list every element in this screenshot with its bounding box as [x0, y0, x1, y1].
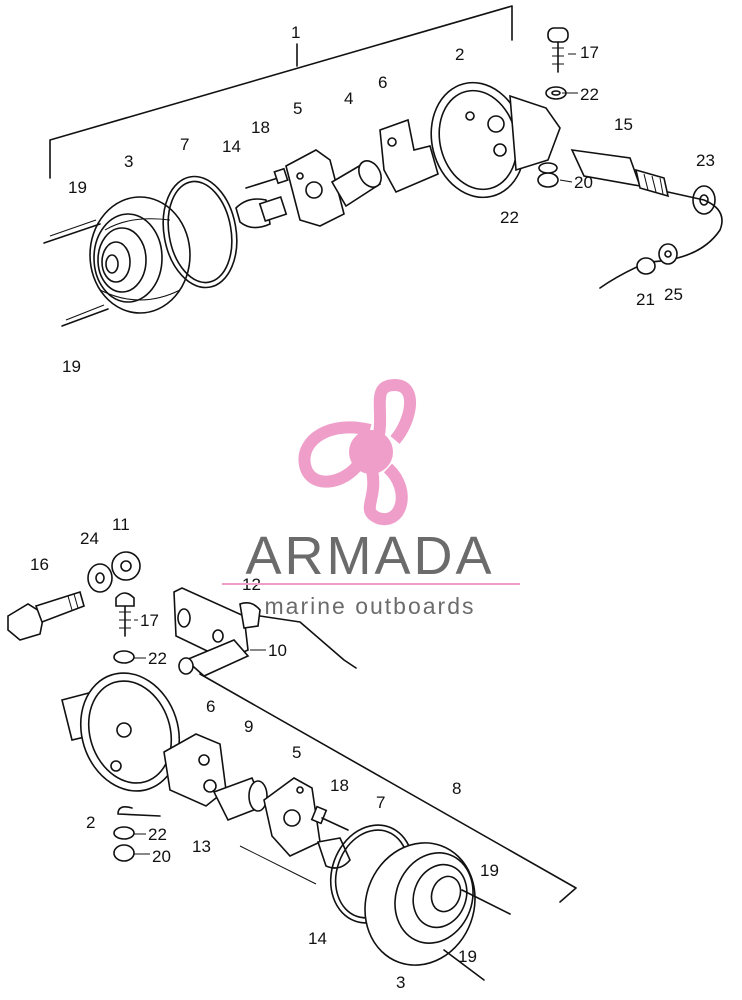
- label-22b: 22: [500, 208, 519, 227]
- upper-turn-signal-assembly: [43, 5, 723, 327]
- armada-watermark: ARMADA marine outboards: [222, 378, 520, 619]
- label-22-lower-a: 22: [148, 649, 167, 668]
- socket-lower: [212, 776, 268, 822]
- label-19a: 19: [68, 178, 87, 197]
- label-6: 6: [378, 73, 387, 92]
- label-14-lower: 14: [308, 929, 327, 948]
- label-7: 7: [180, 135, 189, 154]
- label-4: 4: [344, 89, 353, 108]
- watermark-tagline: marine outboards: [265, 593, 476, 619]
- callout-labels-upper: 1 2 3 4 5 6 7 14 15 17 18 19 19 20 21 22…: [62, 23, 715, 376]
- label-15: 15: [614, 115, 633, 134]
- mounting-plate-lower: [173, 587, 357, 677]
- bolt-lower: [7, 590, 85, 641]
- label-25: 25: [664, 285, 683, 304]
- label-19b: 19: [62, 357, 81, 376]
- label-20: 20: [574, 173, 593, 192]
- label-5-lower: 5: [292, 743, 301, 762]
- label-23: 23: [696, 151, 715, 170]
- propeller-hub-icon: [349, 430, 393, 474]
- watermark-brand: ARMADA: [245, 526, 494, 586]
- propeller-blade-icon: [363, 463, 408, 526]
- label-5: 5: [293, 99, 302, 118]
- label-24: 24: [80, 529, 99, 548]
- label-1: 1: [291, 23, 300, 42]
- bracket-upper: [379, 118, 439, 194]
- label-9: 9: [244, 717, 253, 736]
- label-21: 21: [636, 290, 655, 309]
- label-2: 2: [455, 45, 464, 64]
- bulb-upper: [235, 196, 288, 229]
- label-11: 11: [112, 515, 130, 534]
- lower-turn-signal-assembly: [7, 551, 577, 981]
- label-19-lower-a: 19: [480, 861, 499, 880]
- label-13: 13: [192, 837, 211, 856]
- bolt-small-lower: [115, 592, 135, 637]
- label-7-lower: 7: [376, 793, 385, 812]
- propeller-logo-icon: [298, 378, 416, 526]
- label-18: 18: [251, 118, 270, 137]
- label-22-lower-b: 22: [148, 825, 167, 844]
- socket-plate-upper: [285, 149, 345, 227]
- label-2-lower: 2: [86, 813, 95, 832]
- propeller-blade-icon: [298, 421, 372, 488]
- label-19-lower-b: 19: [458, 947, 477, 966]
- propeller-blade-icon: [372, 378, 416, 444]
- label-20-lower: 20: [152, 847, 171, 866]
- label-18-lower: 18: [330, 776, 349, 795]
- label-10: 10: [268, 641, 287, 660]
- lens-gasket-upper: [162, 175, 238, 289]
- lens-part-lower: [364, 842, 476, 966]
- label-6-lower: 6: [206, 697, 215, 716]
- label-16: 16: [30, 555, 49, 574]
- label-3-lower: 3: [396, 973, 405, 992]
- label-14: 14: [222, 137, 241, 156]
- label-8: 8: [452, 779, 461, 798]
- callout-labels-lower: 2 3 5 6 7 8 9 10 11 12 13 14 16 17 18 19…: [30, 515, 499, 992]
- label-17: 17: [580, 43, 599, 62]
- socket-upper: [330, 160, 382, 208]
- lens-screw-upper: [43, 219, 109, 327]
- socket-plate-lower: [263, 777, 321, 857]
- housing-lower: [61, 672, 181, 792]
- housing-upper: [430, 81, 561, 199]
- label-22a: 22: [580, 85, 599, 104]
- mounting-stem-upper: [570, 149, 670, 198]
- label-3: 3: [124, 152, 133, 171]
- bolt-upper: [547, 27, 569, 73]
- label-17-lower: 17: [140, 611, 159, 630]
